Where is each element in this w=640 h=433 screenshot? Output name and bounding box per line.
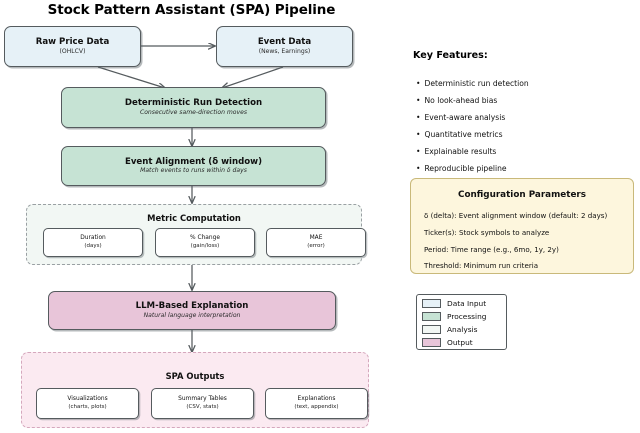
leaf-line-1: % Change <box>189 234 221 241</box>
legend-label: Processing <box>447 312 487 321</box>
node-subtitle: Natural language interpretation <box>143 311 241 319</box>
key-feature-item: •No look-ahead bias <box>416 96 497 105</box>
key-feature-item: •Deterministic run detection <box>416 79 529 88</box>
leaf-line-1: Duration <box>80 234 106 241</box>
config-item: Period: Time range (e.g., 6mo, 1y, 2y) <box>424 245 559 254</box>
config-item: δ (delta): Event alignment window (defau… <box>424 211 608 220</box>
legend-swatch-icon <box>422 337 441 348</box>
legend-item-output: Output <box>422 337 473 348</box>
node-subtitle: Consecutive same-direction moves <box>139 108 248 116</box>
node-raw-price-data[interactable]: Raw Price Data (OHLCV) <box>4 26 141 67</box>
legend-label: Data Input <box>447 299 487 308</box>
key-feature-label: Deterministic run detection <box>424 79 529 88</box>
leaf-line-1: Visualizations <box>67 395 108 402</box>
legend-item-data-input: Data Input <box>422 298 486 309</box>
legend-label: Analysis <box>447 325 478 334</box>
metric-duration[interactable]: Duration (days) <box>43 228 143 257</box>
metric-mae[interactable]: MAE (error) <box>266 228 366 257</box>
leaf-line-1: Summary Tables <box>178 395 227 402</box>
legend-item-analysis: Analysis <box>422 324 477 335</box>
leaf-line-2: (days) <box>84 242 102 249</box>
key-features-heading: Key Features: <box>413 50 488 61</box>
leaf-line-1: MAE <box>309 234 323 241</box>
bullet-icon: • <box>416 113 421 122</box>
legend-swatch-icon <box>422 298 441 309</box>
leaf-line-2: (text, appendix) <box>294 403 339 410</box>
key-feature-item: •Reproducible pipeline <box>416 164 507 173</box>
legend-swatch-icon <box>422 324 441 335</box>
legend-item-processing: Processing <box>422 311 486 322</box>
key-feature-item: •Quantitative metrics <box>416 130 503 139</box>
node-title: Event Alignment (δ window) <box>124 156 263 167</box>
bullet-icon: • <box>416 79 421 88</box>
bullet-icon: • <box>416 147 421 156</box>
node-title: LLM-Based Explanation <box>135 301 249 312</box>
group-title: Metric Computation <box>147 213 241 223</box>
node-llm-based-explanation[interactable]: LLM-Based Explanation Natural language i… <box>48 291 336 330</box>
node-title: Event Data <box>257 37 312 48</box>
output-explanations[interactable]: Explanations (text, appendix) <box>265 388 368 419</box>
leaf-line-2: (error) <box>307 242 325 249</box>
configuration-parameters-panel <box>410 178 634 274</box>
output-visualizations[interactable]: Visualizations (charts, plots) <box>36 388 139 419</box>
key-feature-label: Quantitative metrics <box>424 130 503 139</box>
leaf-line-2: (gain/loss) <box>190 242 220 249</box>
leaf-line-2: (CSV, stats) <box>186 403 219 410</box>
key-feature-label: Explainable results <box>424 147 497 156</box>
output-summary-tables[interactable]: Summary Tables (CSV, stats) <box>151 388 254 419</box>
node-event-alignment[interactable]: Event Alignment (δ window) Match events … <box>61 146 326 186</box>
node-title: Deterministic Run Detection <box>124 98 263 109</box>
legend-label: Output <box>447 338 473 347</box>
leaf-line-1: Explanations <box>297 395 336 402</box>
key-feature-label: Event-aware analysis <box>424 113 506 122</box>
node-subtitle: (News, Earnings) <box>258 47 311 55</box>
key-feature-label: No look-ahead bias <box>424 96 498 105</box>
node-title: Raw Price Data <box>35 37 110 48</box>
legend-swatch-icon <box>422 311 441 322</box>
node-deterministic-run-detection[interactable]: Deterministic Run Detection Consecutive … <box>61 87 326 128</box>
config-item: Threshold: Minimum run criteria <box>424 261 539 270</box>
bullet-icon: • <box>416 96 421 105</box>
node-subtitle: Match events to runs within δ days <box>140 167 247 175</box>
node-subtitle: (OHLCV) <box>59 47 86 55</box>
metric-pct-change[interactable]: % Change (gain/loss) <box>155 228 255 257</box>
key-feature-label: Reproducible pipeline <box>424 164 507 173</box>
key-feature-item: •Explainable results <box>416 147 496 156</box>
bullet-icon: • <box>416 164 421 173</box>
group-title: SPA Outputs <box>165 371 225 381</box>
page-title: Stock Pattern Assistant (SPA) Pipeline <box>47 2 336 18</box>
leaf-line-2: (charts, plots) <box>68 403 107 410</box>
config-item: Ticker(s): Stock symbols to analyze <box>424 228 550 237</box>
key-feature-item: •Event-aware analysis <box>416 113 505 122</box>
node-event-data[interactable]: Event Data (News, Earnings) <box>216 26 353 67</box>
configuration-parameters-title: Configuration Parameters <box>457 190 586 200</box>
bullet-icon: • <box>416 130 421 139</box>
